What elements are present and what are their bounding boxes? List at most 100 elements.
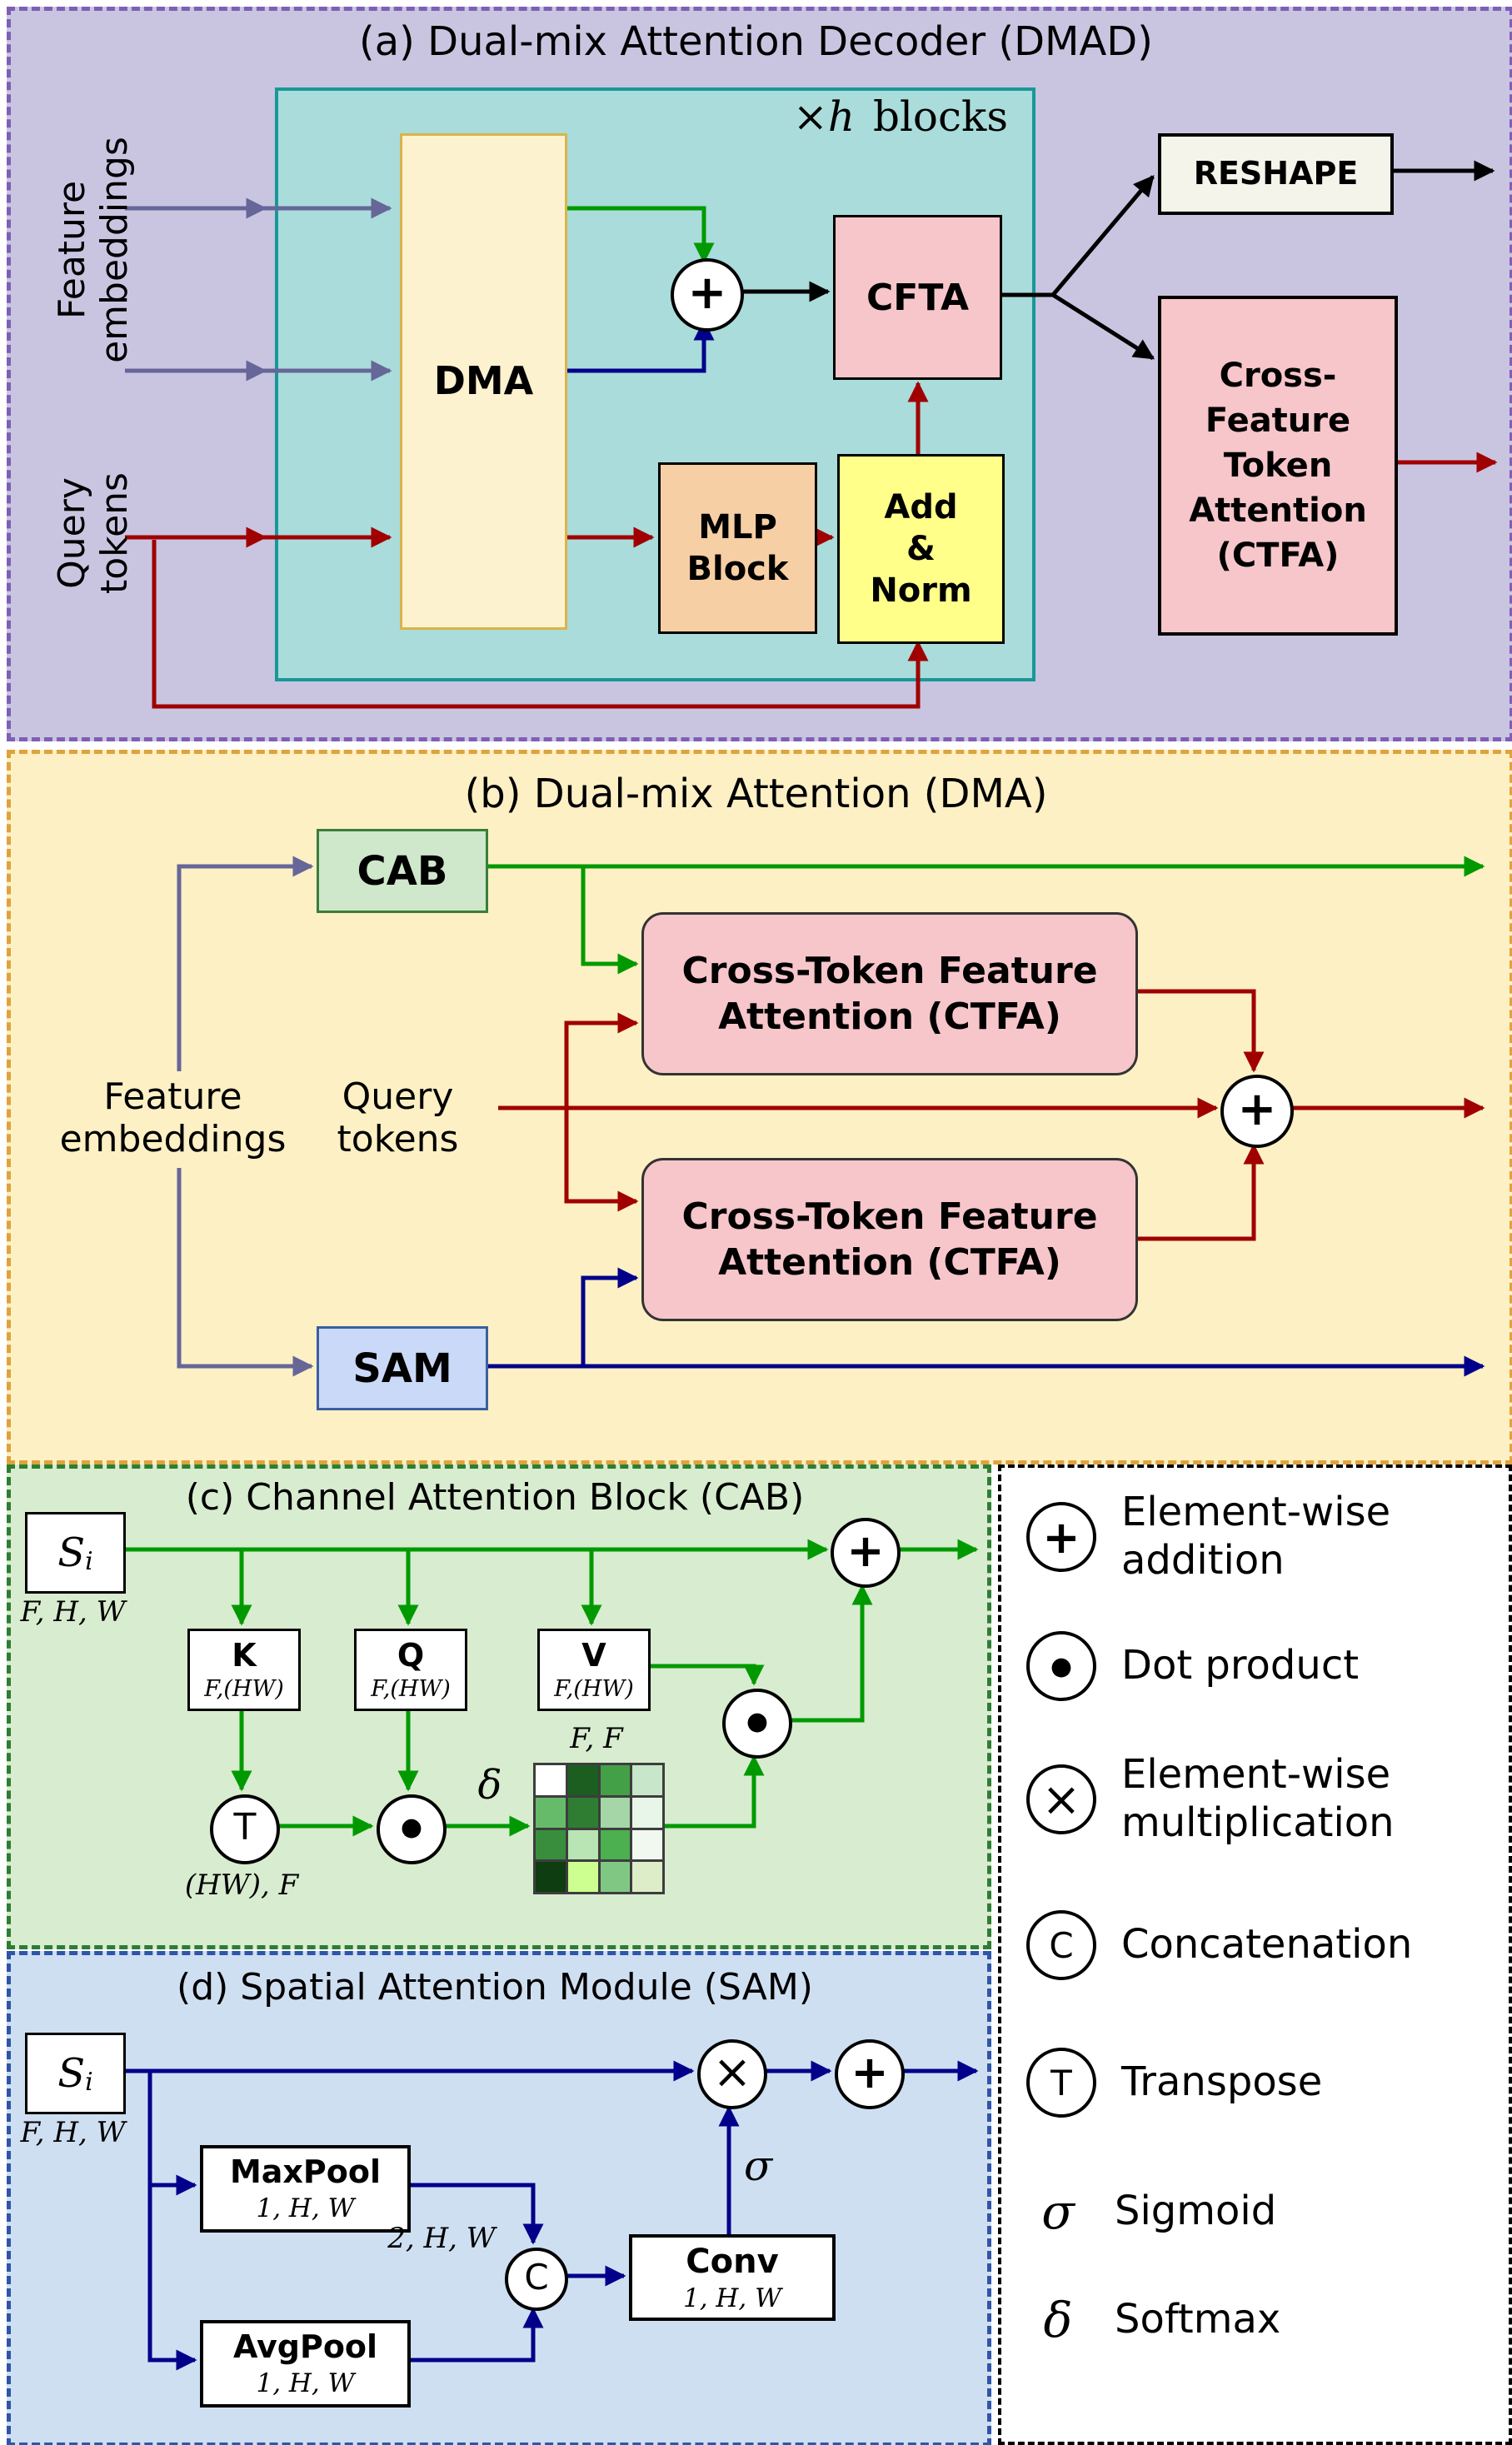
query-box: Q F,(HW) [354,1629,467,1711]
query-tokens-label-b: Query tokens [308,1075,487,1160]
legend-label: Softmax [1115,2296,1280,2344]
legend-item-addition: + Element-wise addition [1026,1489,1390,1584]
si-box-d: S i [25,2033,126,2114]
si-base: S [57,2050,86,2097]
feature-embeddings-label-b: Feature embeddings [33,1075,312,1160]
query-dim: F,(HW) [371,1676,451,1703]
legend-item-sigmoid: σ Sigmoid [1026,2174,1276,2249]
panel-d [7,1951,991,2445]
dot-symbol: ● [1050,1651,1073,1681]
ctfa-big-line3: Token [1223,447,1333,485]
concat-circle: C [505,2248,568,2311]
ctfa-bottom-line2: Attention (CTFA) [718,1241,1061,1284]
si-subscript: i [85,2068,93,2097]
transpose-icon: T [1026,2048,1096,2118]
panel-a-title: (a) Dual-mix Attention Decoder (DMAD) [359,18,1153,65]
legend-label: Element-wise multiplication [1121,1751,1395,1847]
maxpool-dim: 1, H, W [256,2193,355,2223]
feature-embeddings-line2: embeddings [93,137,136,363]
matrix-cell [600,1765,631,1795]
matrix-cell [600,1797,631,1828]
feature-embeddings-label-a: Feature embeddings [47,100,139,400]
ctfa-bottom-line1: Cross-Token Feature [681,1195,1098,1238]
avgpool-dim: 1, H, W [256,2368,355,2398]
ctfa-big-block: Cross- Feature Token Attention (CTFA) [1158,296,1398,636]
add-norm-line3: Norm [870,571,972,610]
legend-label: Concatenation [1121,1921,1412,1969]
panel-d-title: (d) Spatial Attention Module (SAM) [177,1966,813,2008]
matrix-cell [536,1765,566,1795]
matrix-cell [632,1829,662,1860]
sam-label: SAM [352,1345,452,1392]
ctfa-big-line4: Attention [1189,491,1367,530]
matrix-dim-label: F, F [570,1722,623,1755]
mlp-block: MLP Block [658,462,817,634]
matrix-cell [632,1797,662,1828]
dot-product-circle-1: ● [377,1794,447,1864]
matrix-cell [536,1797,566,1828]
repeat-blocks-label: ×h blocks [733,92,1008,142]
dot-symbol: ● [746,1707,769,1736]
ctfa-top-line2: Attention (CTFA) [718,995,1061,1038]
add-circle-b: + [1220,1075,1294,1148]
avgpool-box: AvgPool 1, H, W [200,2320,411,2408]
add-circle-c: + [831,1518,901,1588]
key-box: K F,(HW) [187,1629,301,1711]
multiply-circle-d: × [697,2039,767,2109]
concat-icon: C [1026,1910,1096,1980]
si-subscript: i [85,1547,93,1576]
si-formula: S i [57,1528,93,1578]
feature-embeddings-line1: Feature [51,180,93,320]
legend-label-line1: Softmax [1115,2296,1281,2343]
legend-label-line2: addition [1121,1537,1285,1584]
ctfa-big-line5: (CTFA) [1216,536,1340,575]
feature-embeddings-b-line2: embeddings [59,1117,287,1160]
transpose-symbol: T [233,1806,257,1849]
legend-label: Element-wise addition [1121,1489,1390,1584]
sigmoid-symbol-d: σ [744,2142,773,2190]
query-tokens-line2: tokens [93,472,136,594]
matrix-cell [632,1862,662,1892]
sigma-icon: σ [1041,2183,1075,2240]
query-tokens-line1: Query [51,477,93,589]
legend-item-softmax: δ Softmax [1026,2283,1281,2358]
add-norm-block: Add & Norm [837,454,1005,644]
dma-block: DMA [400,133,567,630]
mlp-line1: MLP [698,508,777,546]
query-label: Q [397,1636,425,1674]
multiply-icon: × [1026,1764,1096,1834]
ctfa-top-block: Cross-Token Feature Attention (CTFA) [641,912,1138,1075]
matrix-cell [600,1862,631,1892]
legend-item-dot-product: ● Dot product [1026,1629,1359,1704]
legend-item-multiplication: × Element-wise multiplication [1026,1751,1395,1846]
cab-label: CAB [357,847,448,895]
legend-item-concatenation: C Concatenation [1026,1908,1412,1983]
add-norm-line1: Add [884,488,958,526]
legend-label-line1: Sigmoid [1115,2188,1277,2235]
conv-box: Conv 1, H, W [629,2234,836,2321]
si-base: S [57,1529,86,1576]
matrix-cell [632,1765,662,1795]
reshape-block: RESHAPE [1158,133,1394,215]
legend-label: Dot product [1121,1642,1359,1690]
maxpool-label: MaxPool [229,2153,382,2191]
dot-product-circle-2: ● [722,1689,792,1759]
cab-block: CAB [317,829,488,913]
cfta-block-a: CFTA [833,215,1002,380]
transpose-dim-label: (HW), F [184,1869,299,1902]
sam-block: SAM [317,1326,488,1410]
concat-dim-label: 2, H, W [387,2222,496,2255]
si-dim-label-c: F, H, W [20,1595,126,1629]
query-tokens-b-line1: Query [342,1075,454,1118]
conv-dim: 1, H, W [682,2283,782,2313]
reshape-label: RESHAPE [1193,155,1359,192]
transpose-circle: T [210,1794,280,1864]
h-variable: h [827,92,856,141]
query-tokens-label-a: Query tokens [47,408,139,658]
si-box-c: S i [25,1512,126,1594]
legend-label-line1: Element-wise [1121,1489,1391,1536]
matrix-cell [567,1862,598,1892]
plus-icon: + [1026,1502,1096,1572]
maxpool-box: MaxPool 1, H, W [200,2145,411,2233]
